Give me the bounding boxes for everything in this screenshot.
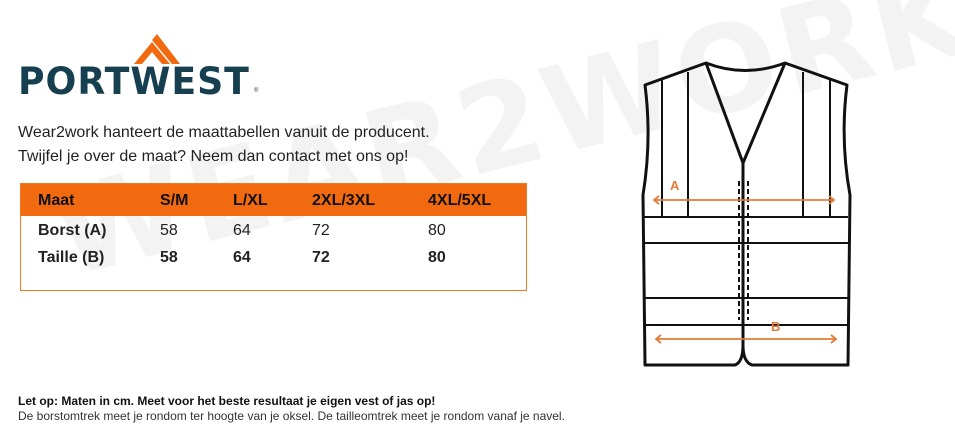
registered-mark: ®	[254, 88, 259, 94]
label-b: B	[771, 319, 780, 334]
table-cell: 72	[312, 249, 330, 266]
header-lxl: L/XL	[233, 192, 268, 209]
reflective-stripes	[644, 72, 848, 326]
intro-line-1: Wear2work hanteert de maattabellen vanui…	[18, 124, 430, 141]
table-cell: 64	[233, 249, 251, 266]
table-cell: 58	[160, 222, 178, 239]
note-detail: De borstomtrek meet je rondom ter hoogte…	[18, 409, 565, 423]
header-sm: S/M	[160, 192, 189, 209]
header-2xl3xl: 2XL/3XL	[312, 192, 376, 209]
table-cell: 72	[312, 222, 330, 239]
table-cell: 80	[428, 249, 446, 266]
size-table: Maat S/M L/XL 2XL/3XL 4XL/5XL Borst (A) …	[20, 183, 527, 291]
intro-line-2: Twijfel je over de maat? Neem dan contac…	[18, 148, 409, 165]
table-cell: 64	[233, 222, 251, 239]
logo-chevrons-icon	[134, 34, 180, 64]
intro-text: Wear2work hanteert de maattabellen vanui…	[18, 121, 430, 169]
table-header: Maat S/M L/XL 2XL/3XL 4XL/5XL	[21, 184, 526, 216]
header-maat: Maat	[38, 192, 75, 209]
label-a: A	[670, 178, 680, 193]
header-4xl5xl: 4XL/5XL	[428, 192, 492, 209]
row-label-borst: Borst (A)	[38, 222, 107, 239]
measure-arrow-b	[654, 334, 838, 344]
note-bold: Let op: Maten in cm. Meet voor het beste…	[18, 394, 436, 408]
table-cell: 80	[428, 222, 446, 239]
brand-logo-text: PORTWEST	[18, 60, 250, 103]
zipper-dashed-lines	[738, 181, 749, 320]
row-label-taille: Taille (B)	[38, 249, 105, 266]
vest-outline	[641, 61, 852, 367]
table-cell: 58	[160, 249, 178, 266]
measure-arrow-a	[652, 195, 836, 205]
